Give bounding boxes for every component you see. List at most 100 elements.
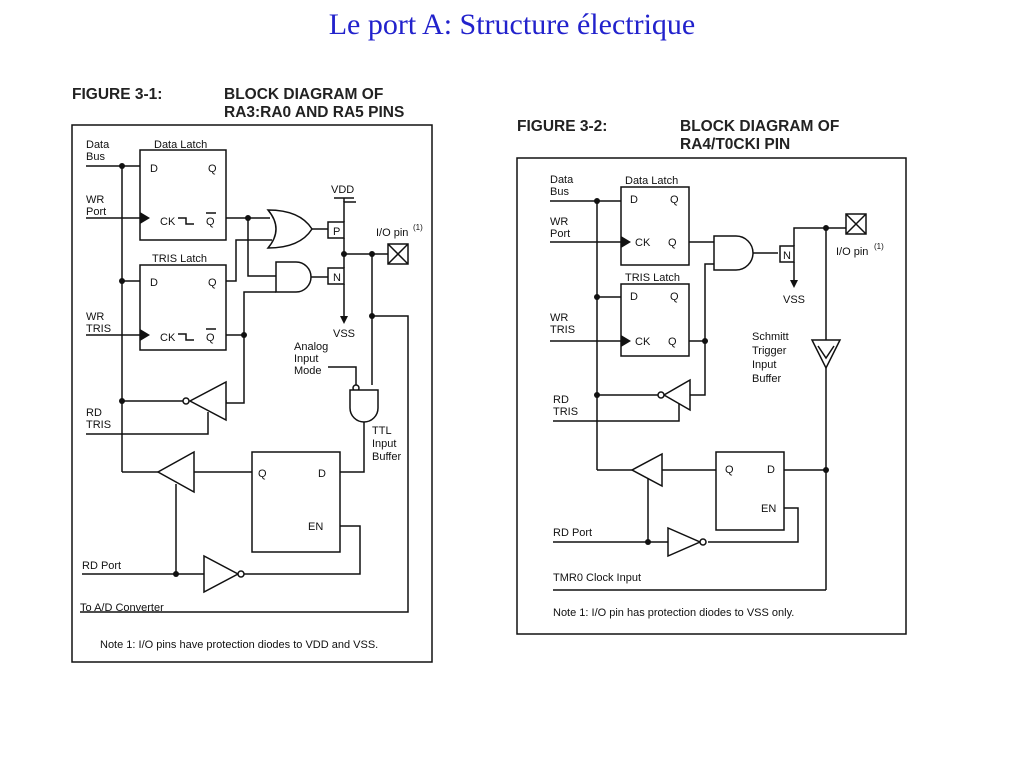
fig2-rd-tris-buffer bbox=[662, 378, 691, 412]
schmitt-label-4: Buffer bbox=[752, 373, 781, 385]
vdd-label: VDD bbox=[331, 184, 354, 196]
data-latch-qbar: Q bbox=[206, 216, 215, 228]
junction bbox=[119, 398, 125, 404]
rd-tris-buffer bbox=[188, 380, 227, 422]
figure-3-1-title-line2: RA3:RA0 AND RA5 PINS bbox=[224, 104, 405, 121]
schmitt-trigger-buffer bbox=[810, 339, 842, 370]
or-gate bbox=[266, 209, 313, 249]
junction bbox=[341, 251, 347, 257]
and-gate bbox=[275, 261, 312, 293]
ttl-out-wire bbox=[340, 422, 365, 473]
fig2-io-pin-label: I/O pin bbox=[836, 246, 868, 258]
input-latch-en: EN bbox=[308, 521, 323, 533]
analog-mode-label-1: Analog bbox=[294, 341, 328, 353]
figure-3-1-number: FIGURE 3-1: bbox=[72, 86, 163, 103]
data-latch-d: D bbox=[150, 163, 158, 175]
data-bus-label-1: Data bbox=[86, 139, 110, 151]
schmitt-label-1: Schmitt bbox=[752, 331, 789, 343]
junction bbox=[823, 225, 829, 231]
fig2-data-latch-qbar: Q bbox=[668, 237, 677, 249]
fig2-data-latch-q: Q bbox=[670, 194, 679, 206]
rd-tris-feedback bbox=[225, 335, 245, 404]
fig2-tris-latch-label: TRIS Latch bbox=[625, 272, 680, 284]
input-latch-d: D bbox=[318, 468, 326, 480]
fig2-vss-arrow bbox=[790, 280, 798, 288]
rd-tris-label-1: RD bbox=[86, 407, 102, 419]
rd-tris-enable-wire bbox=[86, 412, 209, 435]
fig2-data-latch-d: D bbox=[630, 194, 638, 206]
tris-latch-clock-edge bbox=[178, 333, 194, 341]
fig2-wr-tris-label-2: TRIS bbox=[550, 324, 575, 336]
tris-latch-box bbox=[139, 264, 227, 351]
vss-arrow bbox=[340, 316, 348, 324]
fig2-data-latch-ck: CK bbox=[635, 237, 651, 249]
rd-port-inverter bbox=[203, 554, 240, 594]
fig2-n-mosfet bbox=[779, 245, 795, 263]
rd-port-inverter-bubble bbox=[237, 570, 245, 578]
data-latch-clock-edge bbox=[178, 217, 194, 225]
fig2-io-pin-sup: (1) bbox=[874, 242, 884, 251]
figure-3-2-caption: FIGURE 3-2: BLOCK DIAGRAM OF RA4/T0CKI P… bbox=[517, 118, 907, 156]
figure-3-2-note: Note 1: I/O pin has protection diodes to… bbox=[553, 607, 794, 619]
figure-3-2-frame bbox=[516, 157, 907, 635]
fig2-input-latch-d: D bbox=[767, 464, 775, 476]
fig2-input-latch-en: EN bbox=[761, 503, 776, 515]
figure-3-1-title-line1: BLOCK DIAGRAM OF bbox=[224, 86, 384, 103]
p-to-vdd bbox=[343, 201, 356, 222]
fig2-io-pin-cross bbox=[845, 213, 867, 235]
fig2-input-latch-q: Q bbox=[725, 464, 734, 476]
data-latch-box bbox=[139, 149, 227, 241]
junction bbox=[594, 198, 600, 204]
data-latch-ck: CK bbox=[160, 216, 176, 228]
fig2-rd-port-inverter-bubble bbox=[699, 538, 707, 546]
fig2-tris-latch-clock-triangle bbox=[621, 335, 631, 347]
analog-mode-label-3: Mode bbox=[294, 365, 322, 377]
fig2-rd-tris-enable bbox=[553, 404, 680, 422]
fig2-wr-port-label-2: Port bbox=[550, 228, 570, 240]
io-pin-label: I/O pin bbox=[376, 227, 408, 239]
figure-3-1-frame bbox=[71, 124, 433, 663]
fig2-data-latch-box bbox=[620, 186, 690, 266]
n-label: N bbox=[333, 272, 341, 284]
fig2-tris-latch-q: Q bbox=[670, 291, 679, 303]
vss-label: VSS bbox=[333, 328, 355, 340]
figure-3-1-diagram: Data Latch D Q CK Q TRIS Latch D Q CK Q … bbox=[71, 124, 433, 663]
ttl-label-3: Buffer bbox=[372, 451, 401, 463]
ttl-label-2: Input bbox=[372, 438, 396, 450]
fig2-tris-qbar-wire bbox=[689, 263, 714, 342]
p-label: P bbox=[333, 226, 340, 238]
fig2-tris-latch-d: D bbox=[630, 291, 638, 303]
wr-port-label-1: WR bbox=[86, 194, 104, 206]
data-bus-label-2: Bus bbox=[86, 151, 105, 163]
figure-3-1-caption: FIGURE 3-1: BLOCK DIAGRAM OF RA3:RA0 AND… bbox=[72, 86, 432, 124]
fig2-rd-port-inverter bbox=[667, 526, 702, 558]
fig2-rd-tris-bubble bbox=[657, 391, 665, 399]
tris-latch-d: D bbox=[150, 277, 158, 289]
to-ad-converter-label: To A/D Converter bbox=[80, 602, 164, 614]
wr-port-label-2: Port bbox=[86, 206, 106, 218]
schmitt-label-2: Trigger bbox=[752, 345, 787, 357]
io-pin-cross bbox=[387, 243, 409, 265]
fig2-tris-latch-ck: CK bbox=[635, 336, 651, 348]
figure-3-2-diagram: Data Latch D Q CK Q TRIS Latch D Q CK Q … bbox=[516, 157, 907, 635]
junction bbox=[594, 294, 600, 300]
fig2-and-gate bbox=[713, 235, 754, 271]
fig2-n-label: N bbox=[783, 250, 791, 262]
input-latch-box bbox=[251, 451, 341, 553]
wr-tris-label-1: WR bbox=[86, 311, 104, 323]
fig2-drain-to-pin bbox=[793, 227, 846, 246]
fig2-tris-latch-qbar: Q bbox=[668, 336, 677, 348]
data-qbar-to-and bbox=[247, 218, 276, 277]
analog-mode-label-2: Input bbox=[294, 353, 318, 365]
fig2-input-latch-box bbox=[715, 451, 785, 531]
fig2-data-latch-clock-triangle bbox=[621, 236, 631, 248]
tris-q-to-or bbox=[226, 239, 272, 282]
schmitt-hysteresis bbox=[817, 345, 835, 360]
fig2-rd-tris-feedback bbox=[690, 341, 706, 396]
ttl-label-1: TTL bbox=[372, 425, 392, 437]
pin-to-ad-converter bbox=[80, 315, 409, 613]
figure-3-2-number: FIGURE 3-2: bbox=[517, 118, 608, 135]
tris-latch-ck: CK bbox=[160, 332, 176, 344]
tris-latch-q: Q bbox=[208, 277, 217, 289]
